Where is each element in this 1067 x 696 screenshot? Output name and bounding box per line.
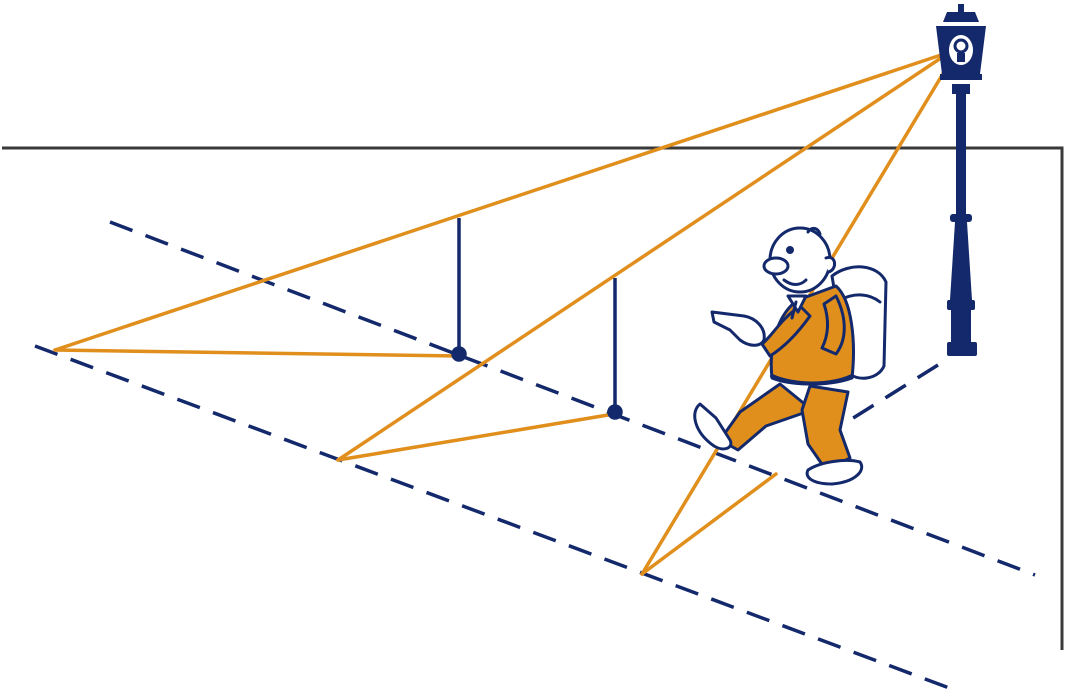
pole-2-base xyxy=(607,404,623,420)
nose xyxy=(762,256,790,276)
shadow-pole2 xyxy=(336,412,616,462)
ray-pole2-top xyxy=(336,50,952,462)
street-lamp-icon xyxy=(936,4,986,356)
back-leg xyxy=(718,382,814,452)
street-edge-front xyxy=(34,344,961,694)
shadow-pole1 xyxy=(53,348,461,358)
horizon-frame xyxy=(2,146,1064,650)
hand xyxy=(710,310,766,347)
ray-pole1-top xyxy=(53,50,952,352)
front-arm xyxy=(760,304,812,358)
pole-1-base xyxy=(451,346,467,362)
shadow-walker xyxy=(640,472,778,576)
back-arm xyxy=(820,294,846,356)
street-edge-back xyxy=(109,220,1036,577)
front-shoe xyxy=(805,458,864,486)
back-shoe xyxy=(693,402,733,451)
walking-man-icon xyxy=(693,226,888,486)
poles xyxy=(451,218,623,420)
front-leg xyxy=(800,384,852,472)
horizon-line xyxy=(2,146,1064,650)
lamp-base-line xyxy=(849,363,939,422)
